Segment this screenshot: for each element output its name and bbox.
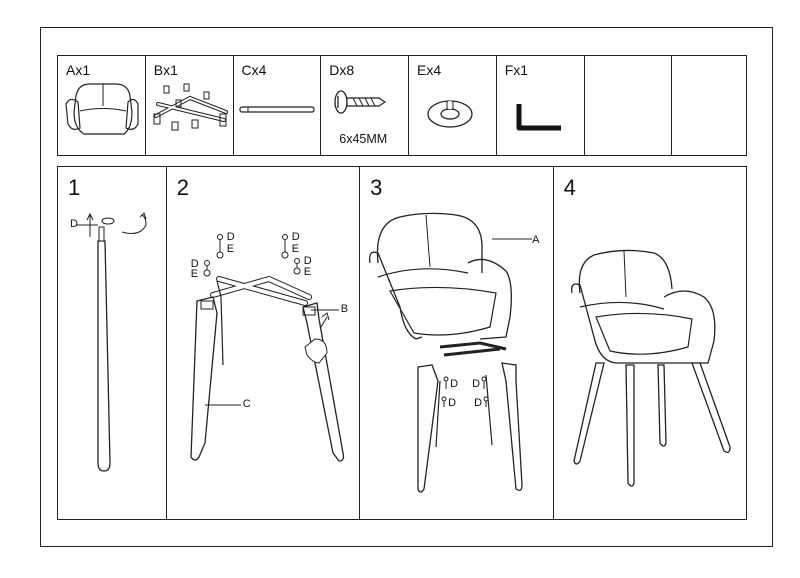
part-d-label: Dx8: [329, 62, 355, 78]
outer-frame: [40, 27, 773, 547]
step-4-illustration: [570, 249, 731, 487]
part-b-label: Bx1: [153, 62, 178, 78]
step-4-number: 4: [563, 175, 576, 200]
step-3-callout-d4: D: [474, 397, 483, 409]
step-4: 4: [554, 167, 746, 519]
part-empty-cell-2: [672, 56, 746, 155]
step-2-callout-b: B: [340, 303, 349, 315]
part-d-cell: Dx8 6x45MM: [321, 56, 409, 155]
step-2-illustration: [190, 234, 344, 462]
leg-icon: [238, 106, 315, 113]
chair-seat-icon: [65, 83, 139, 135]
step-3-callout-a: A: [532, 234, 540, 246]
step-2-number: 2: [176, 175, 189, 200]
step-2-callout-d1: D: [226, 231, 235, 243]
step-2-callout-e4: E: [303, 266, 312, 278]
part-c-cell: Cx4: [234, 56, 322, 155]
part-f-cell: Fx1: [497, 56, 585, 155]
part-e-label: Ex4: [417, 62, 442, 78]
step-3-callout-d3: D: [448, 397, 457, 409]
step-1-illustration: [76, 212, 147, 472]
step-2-callout-e2: E: [291, 243, 300, 255]
step-2-callout-e3: E: [190, 268, 199, 280]
step-3-number: 3: [370, 175, 383, 200]
step-2-callout-d2: D: [291, 231, 300, 243]
part-d-spec: 6x45MM: [339, 132, 388, 146]
step-2-callout-c: C: [242, 398, 251, 410]
part-c-label: Cx4: [241, 62, 267, 78]
parts-table: Ax1 Bx1 Cx4 Dx8 6x45MM: [57, 55, 747, 156]
step-3: 3 A D D D D: [360, 167, 554, 519]
step-2-callout-d4: D: [303, 255, 312, 267]
step-1: 1 D: [58, 167, 167, 519]
step-1-number: 1: [68, 175, 81, 200]
allen-key-icon: [516, 104, 561, 131]
part-a-label: Ax1: [66, 62, 91, 78]
step-3-callout-d2: D: [472, 378, 481, 390]
step-2-callout-d3: D: [190, 258, 199, 270]
step-3-callout-d1: D: [450, 378, 459, 390]
part-e-cell: Ex4: [409, 56, 497, 155]
steps-panel: 1 D 2: [57, 166, 747, 520]
step-1-callout-d: D: [70, 218, 78, 230]
part-f-label: Fx1: [504, 62, 529, 78]
part-a-cell: Ax1: [58, 56, 146, 155]
step-2: 2 D E D E D E D E B: [167, 167, 361, 519]
screw-icon: [334, 90, 387, 114]
part-b-cell: Bx1: [146, 56, 234, 155]
step-3-illustration: [369, 212, 533, 493]
base-frame-icon: [153, 83, 228, 131]
washer-icon: [427, 100, 473, 128]
part-empty-cell-1: [585, 56, 673, 155]
step-2-callout-e1: E: [226, 243, 235, 255]
